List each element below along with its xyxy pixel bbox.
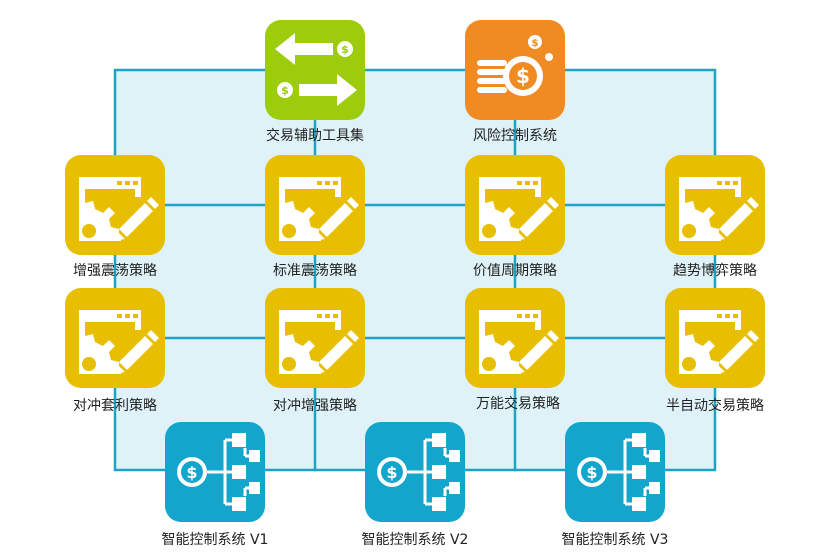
smart-control-v1-node[interactable]: $ [165,422,265,522]
standard-oscillation-label: 标准震荡策略 [273,263,357,279]
money-network-icon: $ [165,422,265,522]
hedge-enhanced-label: 对冲增强策略 [273,398,357,414]
svg-text:$: $ [386,463,397,482]
smart-control-v3-label: 智能控制系统 V3 [561,532,669,548]
value-cycle-label: 价值周期策略 [473,263,557,279]
settings-edit-icon [665,155,765,255]
hedge-arbitrage-node[interactable] [65,288,165,388]
grid-background [115,70,715,470]
value-cycle-node[interactable] [465,155,565,255]
settings-edit-icon [265,155,365,255]
svg-text:$: $ [586,463,597,482]
semi-auto-trading-node[interactable] [665,288,765,388]
smart-control-v3-node[interactable]: $ [565,422,665,522]
enhanced-oscillation-node[interactable] [65,155,165,255]
money-network-icon: $ [565,422,665,522]
hedge-enhanced-node[interactable] [265,288,365,388]
standard-oscillation-node[interactable] [265,155,365,255]
trading-tools-node[interactable]: $ $ [265,20,365,120]
trend-game-node[interactable] [665,155,765,255]
settings-edit-icon [665,288,765,388]
svg-text:$: $ [281,84,289,97]
money-network-icon: $ [365,422,465,522]
smart-control-v2-node[interactable]: $ [365,422,465,522]
svg-text:$: $ [516,64,530,88]
svg-text:$: $ [186,463,197,482]
settings-edit-icon [65,288,165,388]
settings-edit-icon [265,288,365,388]
trend-game-label: 趋势博弈策略 [673,263,757,279]
hedge-arbitrage-label: 对冲套利策略 [73,398,157,414]
exchange-arrows-icon: $ $ [265,20,365,120]
risk-control-node[interactable]: $ $ [465,20,565,120]
enhanced-oscillation-label: 增强震荡策略 [73,263,157,279]
coin-stack-icon: $ $ [465,20,565,120]
risk-control-label: 风险控制系统 [473,128,557,144]
universal-trading-node[interactable] [465,288,565,388]
settings-edit-icon [465,288,565,388]
smart-control-v1-label: 智能控制系统 V1 [161,532,269,548]
semi-auto-trading-label: 半自动交易策略 [666,398,764,414]
universal-trading-label: 万能交易策略 [476,396,560,412]
svg-text:$: $ [341,43,349,56]
trading-tools-label: 交易辅助工具集 [266,128,364,144]
smart-control-v2-label: 智能控制系统 V2 [361,532,469,548]
settings-edit-icon [65,155,165,255]
settings-edit-icon [465,155,565,255]
svg-text:$: $ [532,38,539,49]
